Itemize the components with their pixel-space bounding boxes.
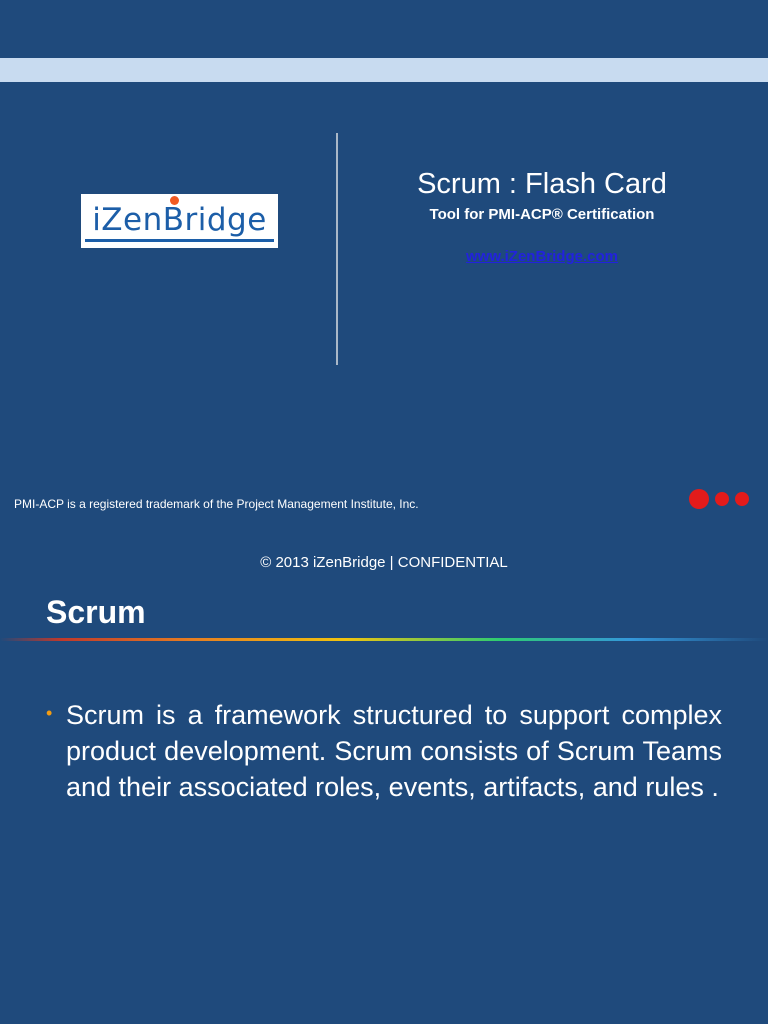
content-slide: Scrum • Scrum is a framework structured … xyxy=(0,590,768,1024)
bullet-item: • Scrum is a framework structured to sup… xyxy=(46,697,722,805)
cover-title: Scrum : Flash Card xyxy=(417,168,667,200)
cover-slide: iZenBridge Scrum : Flash Card Tool for P… xyxy=(0,58,768,571)
top-band xyxy=(0,58,768,82)
vertical-divider xyxy=(336,133,338,365)
logo-text: iZenBridge xyxy=(92,202,267,238)
copyright-footer: © 2013 iZenBridge | CONFIDENTIAL xyxy=(260,554,508,571)
logo-underline xyxy=(85,239,274,242)
cover-subtitle: Tool for PMI-ACP® Certification xyxy=(429,206,655,223)
decorative-dot-small xyxy=(715,492,729,506)
website-link[interactable]: www.iZenBridge.com xyxy=(466,248,618,265)
bullet-text: Scrum is a framework structured to suppo… xyxy=(66,700,722,802)
decorative-dot-large xyxy=(689,489,709,509)
decorative-dot-small xyxy=(735,492,749,506)
trademark-notice: PMI-ACP is a registered trademark of the… xyxy=(14,497,419,511)
bullet-marker: • xyxy=(46,703,53,723)
izenbridge-logo: iZenBridge xyxy=(81,194,278,248)
logo-dot xyxy=(170,196,179,205)
rainbow-divider xyxy=(0,638,768,641)
section-title: Scrum xyxy=(46,594,146,630)
